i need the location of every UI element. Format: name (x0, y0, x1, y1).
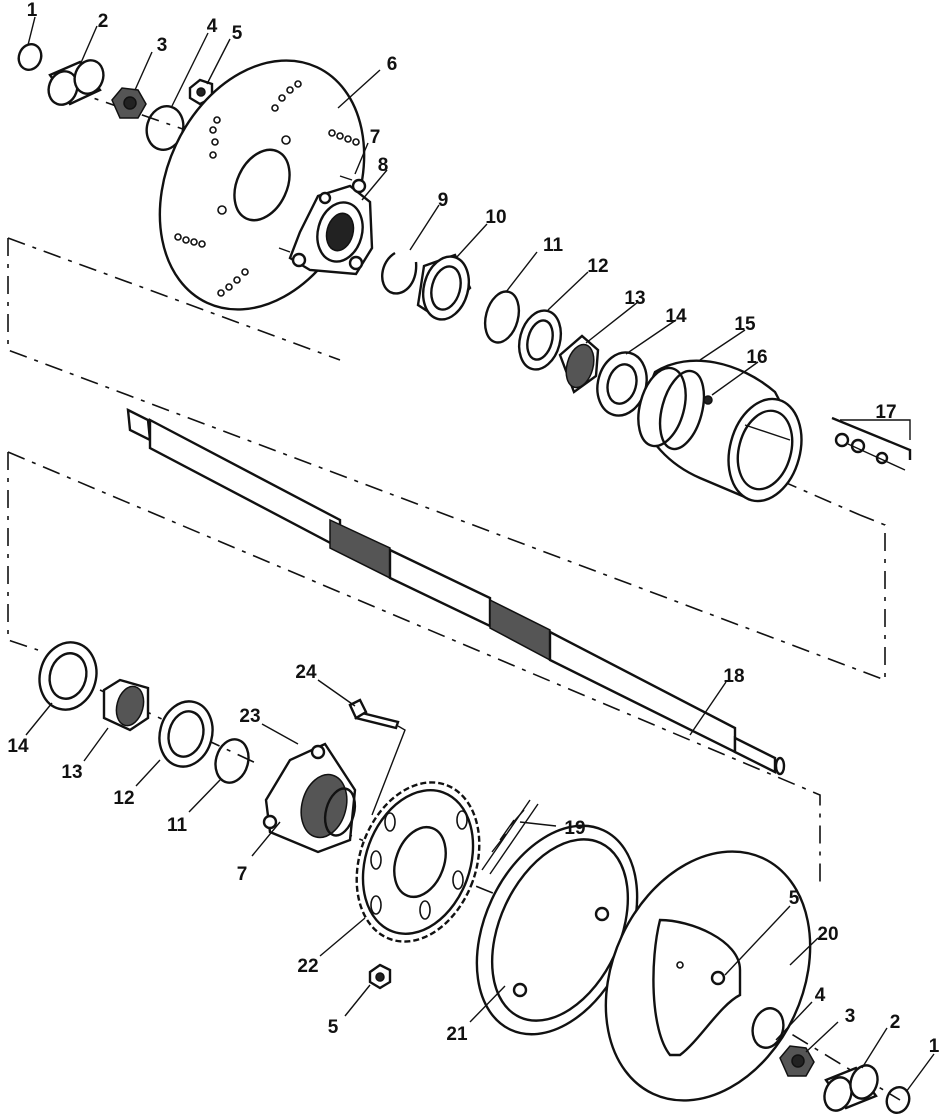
callout-22: 22 (297, 956, 318, 977)
callout-19: 19 (564, 818, 585, 839)
callout-11-bottom: 11 (167, 815, 188, 836)
bearing-carrier (637, 359, 803, 503)
callout-7-top: 7 (370, 127, 381, 148)
sprocket (355, 781, 481, 943)
callout-13-bottom: 13 (61, 762, 82, 783)
hub-upper (278, 175, 374, 276)
circlip (381, 251, 418, 295)
sprocket-hub (262, 742, 357, 854)
callout-2-bottom: 2 (890, 1012, 901, 1033)
callout-labels: 1 2 3 4 5 6 7 8 9 10 11 12 13 14 15 16 1… (7, 0, 939, 1057)
callout-4-top: 4 (207, 16, 218, 37)
rear-axle (126, 407, 786, 776)
washer-lower (751, 1007, 785, 1049)
callout-1-bottom: 1 (929, 1036, 940, 1057)
callout-8: 8 (378, 155, 389, 176)
callout-12-top: 12 (587, 256, 608, 277)
hex-nut-lower (779, 1045, 815, 1077)
callout-10: 10 (485, 207, 506, 228)
callout-5-bottom-right: 5 (789, 888, 800, 909)
ring-upper (483, 290, 521, 344)
callout-20: 20 (817, 924, 838, 945)
callout-3-top: 3 (157, 35, 168, 56)
snap-ring-top (17, 43, 43, 71)
callout-7-bottom: 7 (237, 864, 248, 885)
bolt-24 (348, 698, 406, 816)
callout-1-top: 1 (27, 0, 38, 21)
callout-3-bottom: 3 (845, 1006, 856, 1027)
callout-9: 9 (438, 190, 449, 211)
bolt-set (831, 416, 912, 471)
callout-14-bottom: 14 (7, 736, 29, 757)
spacer-sleeve-top (47, 59, 105, 106)
spacer-sleeve-lower (823, 1064, 879, 1112)
leader-lines (25, 16, 935, 1093)
callout-14-top: 14 (665, 306, 687, 327)
bearing-cup-upper (517, 309, 563, 371)
callout-24: 24 (295, 662, 317, 683)
callout-11-top: 11 (543, 235, 564, 256)
tapered-bearing-upper (558, 334, 600, 394)
callout-4-bottom: 4 (815, 985, 826, 1006)
callout-6: 6 (387, 54, 398, 75)
callout-15: 15 (734, 314, 756, 335)
callout-17: 17 (875, 402, 896, 423)
brake-disc-lower (604, 850, 812, 1102)
small-nut-lower (368, 963, 392, 990)
ring-lower (214, 738, 250, 784)
callout-2-top: 2 (98, 11, 109, 32)
callout-21: 21 (446, 1024, 468, 1045)
race-lower (38, 641, 98, 711)
callout-23: 23 (239, 706, 260, 727)
bearing-cup-lower (158, 700, 214, 768)
callout-5-top: 5 (232, 23, 243, 44)
callout-18: 18 (723, 666, 744, 687)
tapered-bearing-lower (102, 678, 150, 732)
hex-nut-top (111, 87, 147, 119)
callout-12-bottom: 12 (113, 788, 134, 809)
callout-5-bottom-left: 5 (328, 1017, 339, 1038)
drive-chain (481, 799, 539, 875)
seal-upper (416, 253, 472, 321)
callout-16: 16 (746, 347, 767, 368)
callout-13-top: 13 (624, 288, 645, 309)
snap-ring-lower (885, 1086, 911, 1114)
